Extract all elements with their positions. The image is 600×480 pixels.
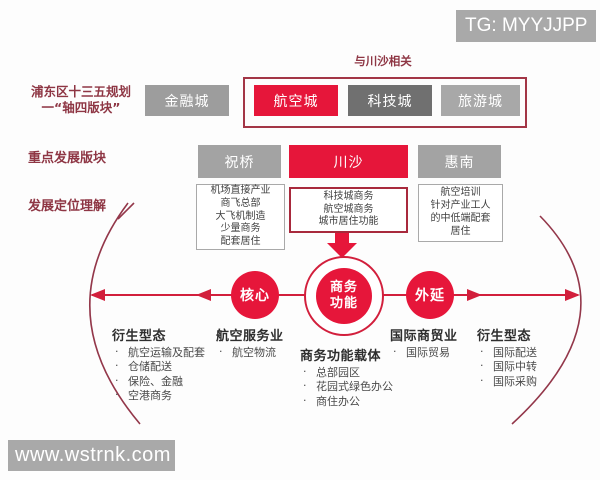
label-leader-line [117, 202, 135, 220]
plan-label: 浦东区十三五规划 一“轴四版块” [20, 84, 142, 117]
detail-line: 大飞机制造 [215, 210, 266, 222]
center-circle-line1: 商务 [329, 280, 358, 296]
legend-list: 航空运输及配套 仓储配送 保险、金融 空港商务 [112, 345, 220, 403]
detail-line: 商飞总部 [220, 197, 261, 209]
legend-item: 国际采购 [477, 374, 557, 388]
legend-item: 航空运输及配套 [112, 345, 220, 359]
detail-line: 少量商务 [220, 223, 261, 235]
legend-title: 衍生型态 [112, 329, 167, 344]
plan-label-line2: 一“轴四版块” [41, 100, 121, 116]
legend-title: 商务功能载体 [300, 349, 382, 364]
detail-line: 的中低端配套 [430, 213, 491, 224]
center-circle: 商务 功能 [316, 268, 372, 324]
legend-item: 仓储配送 [112, 359, 220, 373]
plan-label-line1: 浦东区十三五规划 [30, 84, 131, 99]
axis-arrow-left-mid [196, 289, 211, 301]
site-watermark: www.wstrnk.com [8, 440, 175, 471]
axis-arrow-left-end [90, 289, 105, 301]
legend-item: 总部园区 [300, 365, 410, 379]
box-tourism-city: 旅游城 [441, 85, 520, 116]
legend-title: 国际商贸业 [390, 329, 458, 344]
legend-business-carrier: 商务功能载体 总部园区 花园式绿色办公 商住办公 [300, 345, 410, 409]
core-circle-label: 核心 [240, 288, 270, 304]
box-zhuqiao: 祝桥 [198, 145, 281, 178]
right-arc [511, 215, 582, 425]
detail-line: 科技城商务 [323, 190, 374, 202]
down-arrow [327, 233, 357, 258]
detail-line: 机场直接产业 [210, 185, 271, 196]
center-circle-ring: 商务 功能 [304, 256, 384, 336]
detail-huinan: 航空培训 针对产业工人 的中低端配套 居住 [418, 184, 503, 242]
axis-arrow-right-end [565, 289, 580, 301]
legend-item: 国际中转 [477, 359, 557, 373]
detail-line: 航空培训 [440, 187, 481, 199]
detail-chuansha: 科技城商务 航空城商务 城市居住功能 [289, 187, 408, 233]
legend-aviation-services: 航空服务业 航空物流 [216, 325, 306, 360]
legend-item: 空港商务 [112, 388, 220, 402]
chuansha-related-annotation: 与川沙相关 [354, 54, 412, 68]
legend-item: 商住办公 [300, 394, 410, 408]
legend-list: 航空物流 [216, 345, 306, 359]
legend-item: 花园式绿色办公 [300, 379, 410, 393]
legend-item: 国际配送 [477, 345, 557, 359]
legend-list: 国际贸易 [390, 345, 476, 359]
extension-circle: 外延 [406, 271, 454, 319]
box-financial-city: 金融城 [145, 85, 229, 116]
focus-label: 重点发展版块 [28, 151, 107, 166]
detail-zhuqiao: 机场直接产业 商飞总部 大飞机制造 少量商务 配套居住 [196, 184, 285, 250]
detail-line: 居住 [450, 225, 471, 237]
box-chuansha: 川沙 [289, 145, 408, 178]
legend-item: 国际贸易 [390, 345, 476, 359]
tg-watermark: TG: MYYJJPP [456, 10, 596, 42]
legend-list: 国际配送 国际中转 国际采购 [477, 345, 557, 388]
box-aviation-city: 航空城 [254, 85, 338, 116]
legend-title: 航空服务业 [216, 329, 284, 344]
legend-item: 航空物流 [216, 345, 306, 359]
legend-title: 衍生型态 [477, 329, 532, 344]
extension-circle-label: 外延 [415, 288, 445, 304]
legend-international-trade: 国际商贸业 国际贸易 [390, 325, 476, 360]
detail-line: 配套居住 [220, 236, 261, 248]
center-circle-line2: 功能 [329, 296, 358, 311]
detail-line: 城市居住功能 [318, 216, 379, 228]
positioning-label: 发展定位理解 [28, 199, 107, 214]
box-huinan: 惠南 [418, 145, 501, 178]
legend-item: 保险、金融 [112, 374, 220, 388]
axis-arrow-right-mid [467, 289, 482, 301]
core-circle: 核心 [231, 271, 279, 319]
chuansha-related-frame [243, 77, 527, 128]
detail-line: 航空城商务 [323, 203, 374, 215]
legend-list: 总部园区 花园式绿色办公 商住办公 [300, 365, 410, 408]
detail-line: 针对产业工人 [430, 200, 491, 212]
box-tech-city: 科技城 [348, 85, 432, 116]
legend-derived-left: 衍生型态 航空运输及配套 仓储配送 保险、金融 空港商务 [112, 325, 220, 404]
legend-derived-right: 衍生型态 国际配送 国际中转 国际采购 [477, 325, 557, 389]
